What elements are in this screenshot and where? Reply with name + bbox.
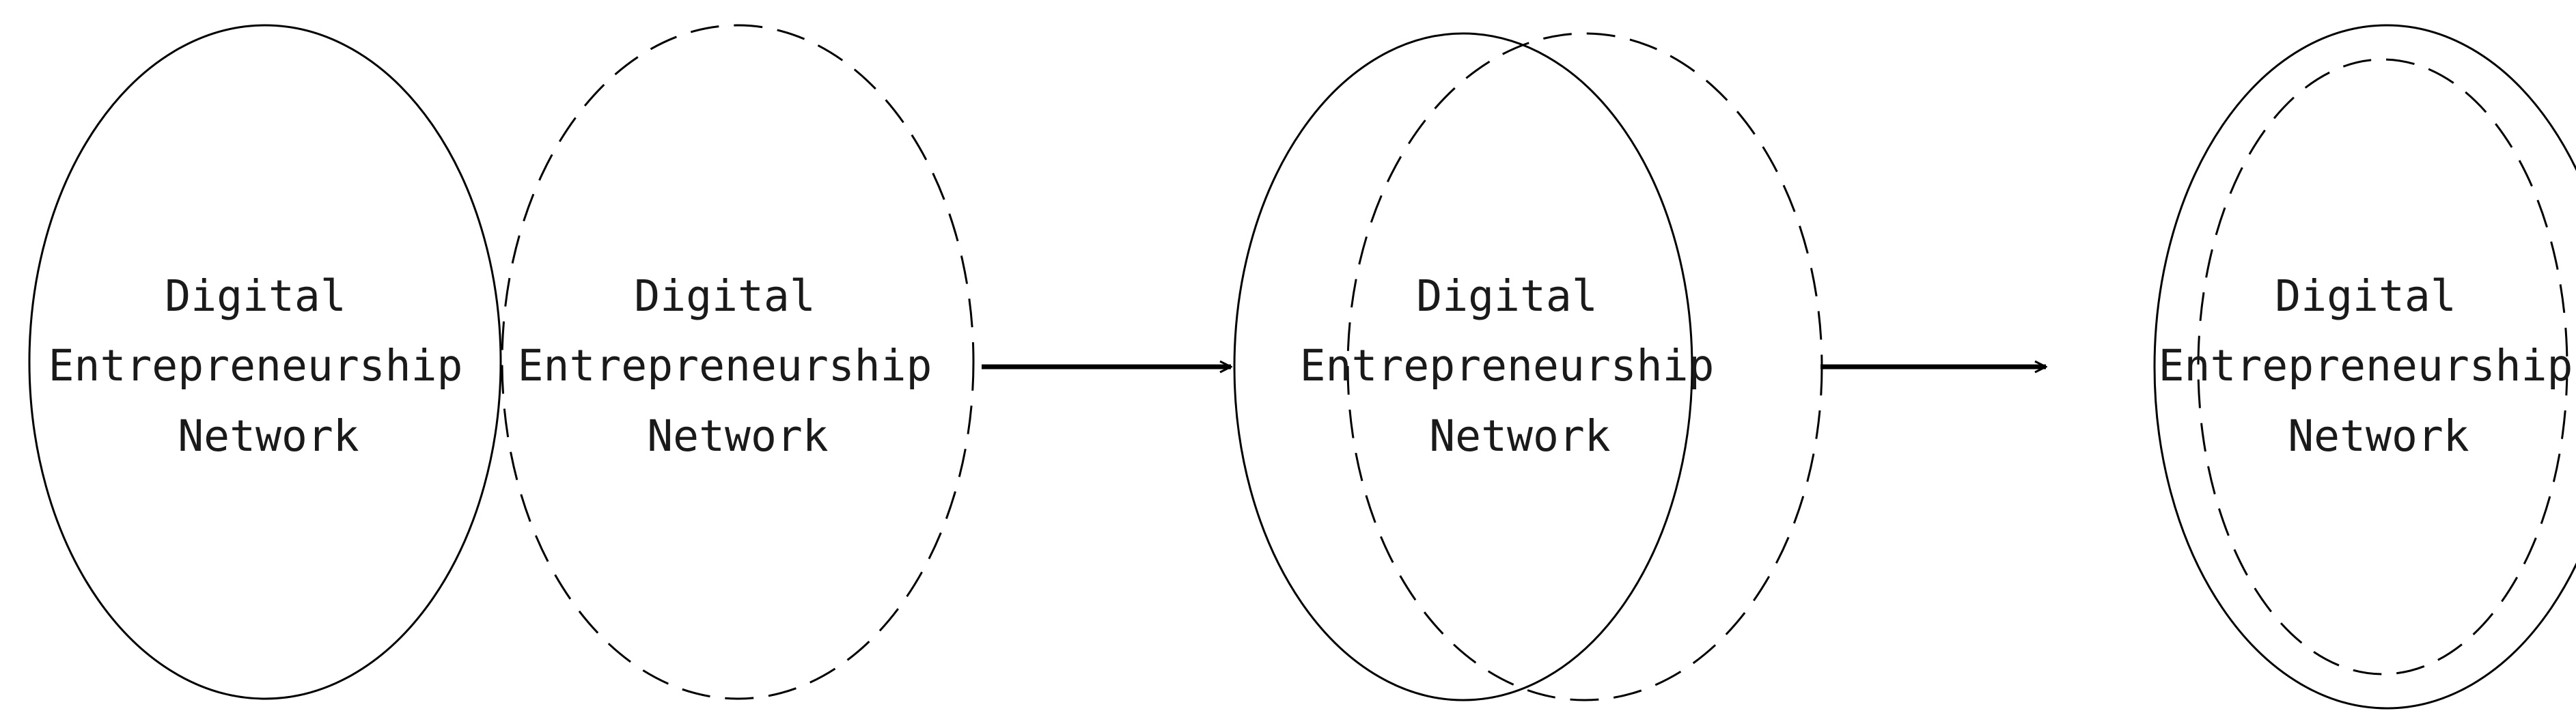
network-label-2: Digital Entrepreneurship Network	[518, 271, 958, 461]
network-label-1: Digital Entrepreneurship Network	[49, 271, 489, 461]
network-ellipse-dashed	[501, 24, 975, 700]
network-ellipse-dashed	[2197, 58, 2568, 676]
network-ellipse-solid	[1233, 32, 1693, 701]
network-ellipse-solid	[2153, 24, 2576, 710]
network-label-3: Digital Entrepreneurship Network	[1300, 271, 1741, 461]
stage-3-nested-networks: Digital Entrepreneurship Network	[2153, 24, 2576, 710]
stage-1-separate-networks: Digital Entrepreneurship Network Digital…	[28, 24, 975, 700]
network-label-4: Digital Entrepreneurship Network	[2159, 271, 2576, 461]
stage-2-overlapping-networks: Digital Entrepreneurship Network	[1233, 32, 1823, 701]
network-ellipse-solid	[28, 24, 502, 700]
